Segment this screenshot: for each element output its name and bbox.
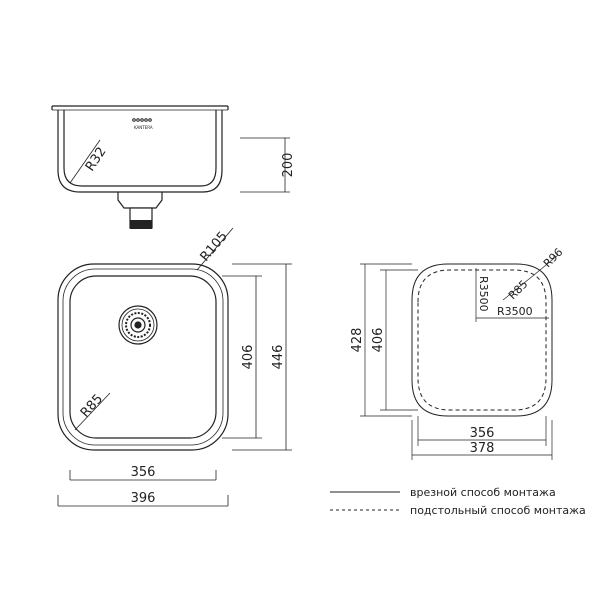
- top-height-dimensions: [222, 263, 292, 451]
- cutout-outer-height-label: 428: [350, 328, 365, 353]
- side-view-bowl-inner: [63, 110, 217, 187]
- legend-solid-label: врезной способ монтажа: [410, 486, 556, 499]
- top-outer-radius-label: R105: [198, 229, 231, 265]
- side-view-bowl-outer: [57, 110, 223, 193]
- side-height-label: 200: [281, 153, 296, 178]
- top-view-outer-rim: [57, 263, 229, 451]
- cutout-solid-outline: [411, 263, 553, 417]
- cutout-outer-width-label: 378: [470, 441, 495, 456]
- top-outer-width-label: 396: [131, 491, 156, 506]
- brand-label: KANTERA: [134, 125, 153, 130]
- cutout-inner-width-label: 356: [470, 426, 495, 441]
- side-height-dimension: [240, 137, 290, 193]
- top-view: [57, 227, 234, 451]
- top-outer-height-label: 446: [271, 345, 286, 370]
- legend-dashed-label: подстольный способ монтажа: [410, 504, 586, 517]
- top-inner-radius-label: R85: [78, 392, 106, 421]
- side-view-drain-body: [117, 192, 163, 209]
- cutout-inner-radius-label: R85: [506, 278, 530, 302]
- cutout-arc-horizontal-label: R3500: [497, 305, 533, 318]
- side-view: [51, 105, 229, 229]
- top-width-dimensions: [57, 470, 229, 507]
- top-view-bowl: [69, 275, 217, 439]
- top-view-drain: [118, 305, 158, 345]
- cutout-view: [360, 254, 559, 460]
- top-inner-width-label: 356: [131, 465, 156, 480]
- cutout-inner-height-label: 406: [371, 328, 386, 353]
- top-inner-height-label: 406: [241, 345, 256, 370]
- top-view-rim-inner: [62, 268, 224, 446]
- overflow-slots: [132, 118, 152, 122]
- legend: врезной способ монтажа подстольный спосо…: [330, 486, 586, 517]
- cutout-arc-vertical-label: R3500: [477, 276, 490, 312]
- side-radius-label: R32: [83, 145, 110, 175]
